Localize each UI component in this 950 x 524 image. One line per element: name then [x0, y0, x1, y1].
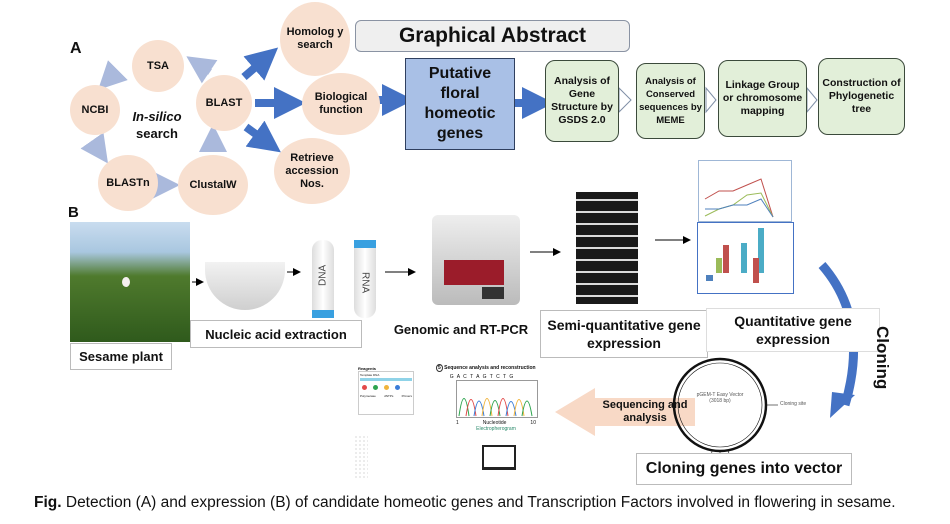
step-gene-structure: Analysis of Gene Structure by GSDS 2.0: [545, 60, 619, 142]
sesame-plant-label: Sesame plant: [70, 343, 172, 370]
cloning-vector-label: Cloning genes into vector: [636, 453, 852, 485]
dntps-label: dNTPs: [384, 394, 394, 398]
sequencing-label: Sequencing and analysis: [602, 399, 688, 424]
plasmid-name: pGEM-T Easy Vector: [696, 392, 744, 398]
circle-blast: BLAST: [196, 75, 252, 131]
cloning-site-label: Cloning site: [780, 401, 807, 407]
dot-grid-decoration: [354, 435, 368, 480]
template-dna-label: Template DNA: [360, 373, 380, 377]
circle-clustalw: ClustalW: [178, 155, 248, 215]
search-text: search: [136, 126, 178, 141]
bar-chart-3d-thumbnail: [697, 222, 794, 294]
graphical-abstract-title: Graphical Abstract: [355, 20, 630, 52]
sequence-analysis-title: Sequence analysis and reconstruction: [444, 365, 536, 371]
putative-genes-box: Putative floral homeotic genes: [405, 58, 515, 150]
caption-prefix: Fig.: [34, 494, 62, 511]
circle-ncbi: NCBI: [70, 85, 120, 135]
step-linkage-mapping: Linkage Group or chromosome mapping: [718, 60, 807, 137]
polymerase-label: Polymerase: [360, 394, 376, 398]
pcr-label: Genomic and RT-PCR: [393, 322, 529, 337]
step-number: 5: [436, 364, 443, 372]
axis-end: 10: [530, 420, 536, 426]
panel-b-label: B: [68, 204, 79, 221]
semi-quantitative-label: Semi-quantitative gene expression: [540, 310, 708, 358]
axis-start: 1: [456, 420, 459, 426]
base-sequence: G A C T A G T C T G: [449, 374, 515, 380]
axis-label: Nucleotide: [482, 420, 507, 426]
nucleic-acid-extraction-label: Nucleic acid extraction: [190, 320, 362, 348]
blue-arrows: [241, 47, 554, 153]
electropherogram-caption: Electropherogram: [476, 426, 516, 432]
monitor-icon: [482, 445, 516, 470]
in-silico-search-label: In-silico search: [125, 108, 189, 142]
reagents-title: Reagents: [358, 366, 377, 371]
sequencing-arrow: [555, 388, 695, 436]
electropherogram-peaks: [456, 380, 538, 418]
step-conserved-sequences: Analysis of Conserved sequences by MEME: [636, 63, 705, 139]
step-phylogenetic-tree: Construction of Phylogenetic tree: [818, 58, 905, 135]
pcr-machine-image: [432, 215, 520, 305]
primers-label: Primers: [401, 394, 412, 398]
line-chart-thumbnail: [698, 160, 792, 222]
sequence-analysis-panel: 5 Sequence analysis and reconstruction G…: [436, 364, 548, 432]
dna-tube: DNA: [312, 240, 334, 318]
gel-image: [576, 192, 638, 304]
rna-tube: RNA: [354, 240, 376, 318]
caption-text: Detection (A) and expression (B) of cand…: [61, 494, 896, 511]
plasmid-label: pGEM-T Easy Vector (3018 bp): [690, 392, 750, 404]
plasmid-size: (3018 bp): [709, 398, 731, 404]
reagents-card: Reagents Template DNA Polymerase dNTPs Pri…: [358, 366, 414, 415]
figure-caption: Fig. Detection (A) and expression (B) of…: [34, 494, 896, 512]
quantitative-label: Quantitative gene expression: [706, 308, 880, 352]
panel-a-label: A: [70, 40, 82, 57]
circle-blastn: BLASTn: [98, 155, 158, 211]
chevron-arrows: [618, 86, 818, 114]
circle-retrieve-accession: Retrieve accession Nos.: [274, 138, 350, 204]
circle-biological-function: Biological function: [302, 73, 380, 135]
sesame-plant-photo: [70, 222, 190, 342]
in-silico-text: In-silico: [132, 109, 182, 124]
circle-tsa: TSA: [132, 40, 184, 92]
circle-homology-search: Homolog y search: [280, 2, 350, 76]
cloning-label: Cloning: [873, 326, 892, 390]
flow-arrows-b: [192, 236, 691, 286]
